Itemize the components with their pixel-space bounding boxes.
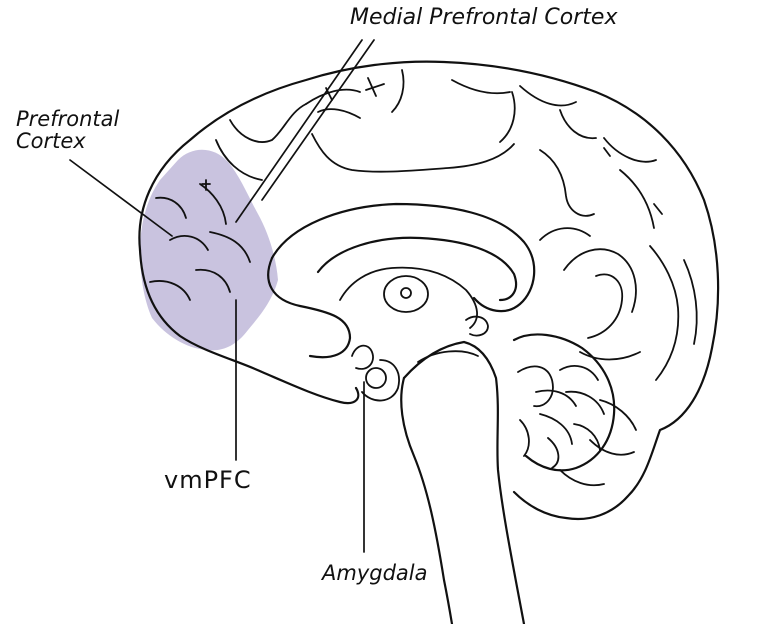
corpus-callosum-genu: [267, 256, 352, 359]
interthalamic-adhesion: [400, 287, 412, 299]
label-medial-prefrontal-cortex: Medial Prefrontal Cortex: [350, 5, 618, 30]
hypothalamus: [351, 344, 374, 370]
leader-prefrontal: [69, 159, 173, 237]
thalamus: [383, 275, 429, 313]
sulcus-12: [603, 137, 657, 163]
sulcus-29: [603, 147, 611, 157]
sulcus-5: [317, 108, 361, 119]
sulcus-26: [201, 179, 211, 191]
fornix: [339, 266, 478, 329]
sulcus-1: [229, 103, 307, 143]
label-prefrontal-line2: Cortex: [16, 129, 86, 154]
sulcus-19: [683, 259, 698, 345]
prefrontal-highlight: [140, 149, 278, 351]
pons-curve: [417, 350, 479, 363]
sulcus-6: [391, 69, 405, 113]
label-vmpfc: vmPFC: [164, 466, 252, 494]
sulcus-22: [199, 183, 227, 225]
leader-medial-prefrontal: [235, 39, 363, 223]
brainstem-front: [400, 376, 454, 624]
sulcus-14: [539, 227, 591, 241]
sulcus-24: [149, 280, 191, 301]
sulcus-7: [451, 79, 511, 95]
sulcus-4: [311, 133, 515, 173]
sulcus-21: [169, 235, 209, 251]
sulcus-16: [587, 273, 624, 339]
sulcus-23: [209, 231, 251, 263]
sulcus-27: [365, 77, 385, 97]
label-prefrontal-line1: Prefrontal: [16, 107, 120, 131]
cerebellum-folia: [559, 399, 637, 487]
sulcus-8: [499, 91, 516, 143]
temporal-lobe-curve: [361, 359, 400, 402]
label-prefrontal-cortex: Prefrontal Cortex: [16, 108, 119, 152]
sulcus-3: [215, 139, 263, 181]
corpus-callosum-outer: [270, 202, 536, 313]
corpus-callosum-inner: [316, 236, 518, 302]
cerebellum-arbor: [517, 365, 605, 469]
leader-medial-prefrontal-2: [261, 39, 375, 201]
pineal: [465, 315, 489, 337]
sulcus-30: [653, 203, 663, 215]
sulcus-25: [195, 268, 231, 293]
sulcus-15: [563, 248, 637, 313]
sulcus-18: [579, 351, 641, 361]
frontal-lower-outline: [138, 248, 360, 405]
sulcus-9: [519, 85, 577, 107]
sulcus-17: [649, 245, 680, 381]
amygdala-structure: [365, 367, 387, 389]
brainstem: [402, 340, 526, 624]
sulcus-11: [539, 149, 595, 217]
sulcus-10: [559, 109, 597, 140]
sulcus-13: [619, 169, 655, 229]
sulcus-2: [305, 88, 361, 105]
brain-outline: [138, 60, 720, 521]
cerebellum-outline: [512, 333, 616, 472]
sulcus-20: [155, 196, 187, 219]
label-amygdala: Amygdala: [322, 561, 428, 585]
